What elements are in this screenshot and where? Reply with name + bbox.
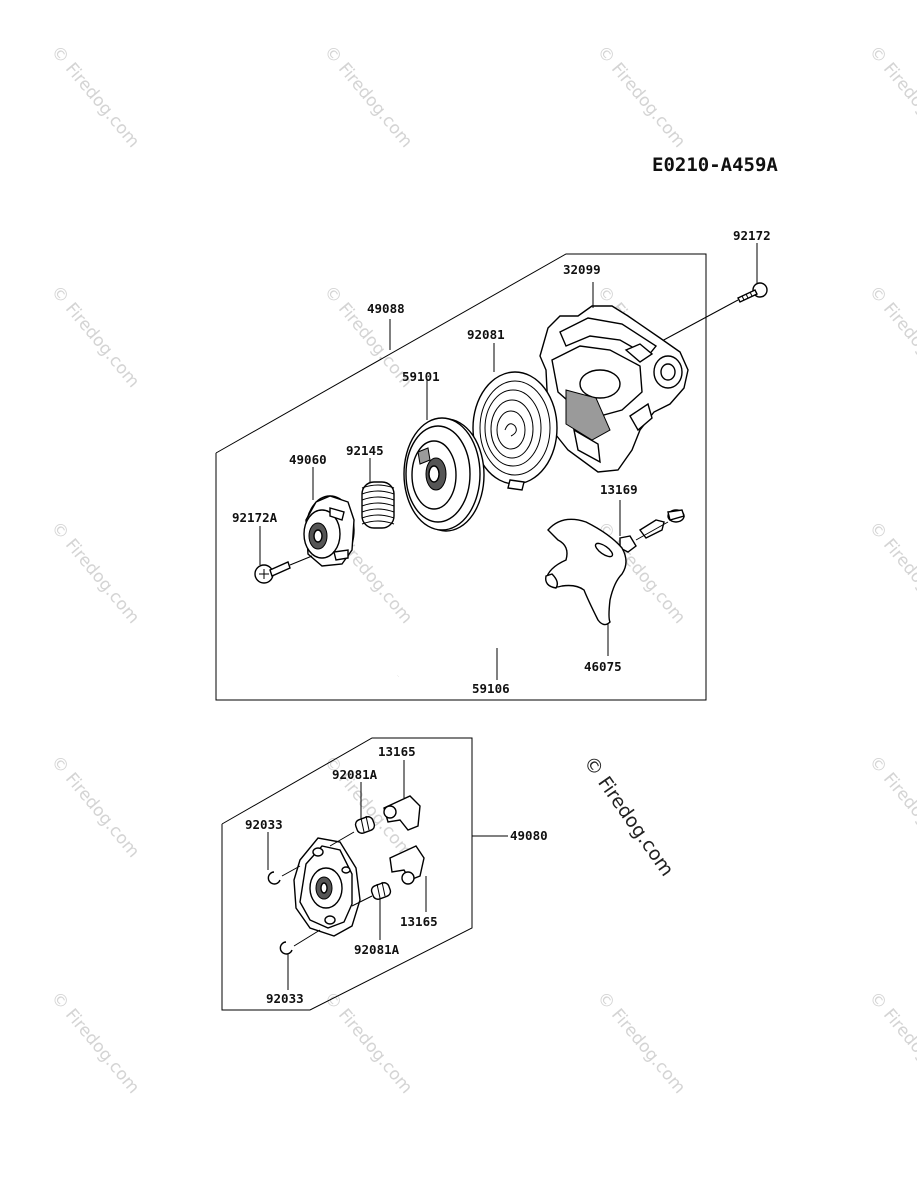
label-59106: 59106	[472, 681, 510, 696]
rope-59106[interactable]	[396, 586, 549, 680]
ratchet-plate-49080[interactable]	[293, 837, 361, 937]
screw-92172A[interactable]	[254, 526, 313, 584]
screw-92172[interactable]	[659, 243, 768, 343]
clip-92033-bottom[interactable]	[279, 929, 321, 990]
label-92033-bottom: 92033	[266, 991, 304, 1006]
label-13165-bottom: 13165	[400, 914, 438, 929]
spring-92081A-bottom[interactable]	[351, 881, 392, 940]
handle-46075[interactable]	[545, 518, 627, 656]
assembly-frame-bottom	[221, 737, 473, 1011]
label-92081: 92081	[467, 327, 505, 342]
assembly-frame-top	[215, 253, 707, 701]
label-13165-top: 13165	[378, 744, 416, 759]
pulley-59101[interactable]	[403, 380, 485, 532]
label-59101: 59101	[402, 369, 440, 384]
label-46075: 46075	[584, 659, 622, 674]
label-92145: 92145	[346, 443, 384, 458]
clip-92033-top[interactable]	[267, 832, 301, 885]
label-49088: 49088	[367, 301, 405, 316]
diagram-code: E0210-A459A	[652, 154, 778, 176]
label-92081A-bottom: 92081A	[354, 942, 400, 957]
label-92081A-top: 92081A	[332, 767, 378, 782]
pawl-13165-bottom[interactable]	[389, 845, 427, 912]
label-32099: 32099	[563, 262, 601, 277]
label-92172: 92172	[733, 228, 771, 243]
spring-92145[interactable]	[361, 458, 395, 529]
pawl-13165-top[interactable]	[383, 760, 421, 831]
label-49080: 49080	[510, 828, 548, 843]
spring-92081A-top[interactable]	[329, 782, 376, 847]
spring-92081[interactable]	[472, 343, 558, 491]
housing-32099[interactable]	[539, 282, 689, 473]
label-92033-top: 92033	[245, 817, 283, 832]
label-49060: 49060	[289, 452, 327, 467]
label-13169: 13169	[600, 482, 638, 497]
guide-13169[interactable]	[619, 500, 685, 553]
ratchet-49060[interactable]	[303, 467, 355, 567]
label-92172A: 92172A	[232, 510, 278, 525]
